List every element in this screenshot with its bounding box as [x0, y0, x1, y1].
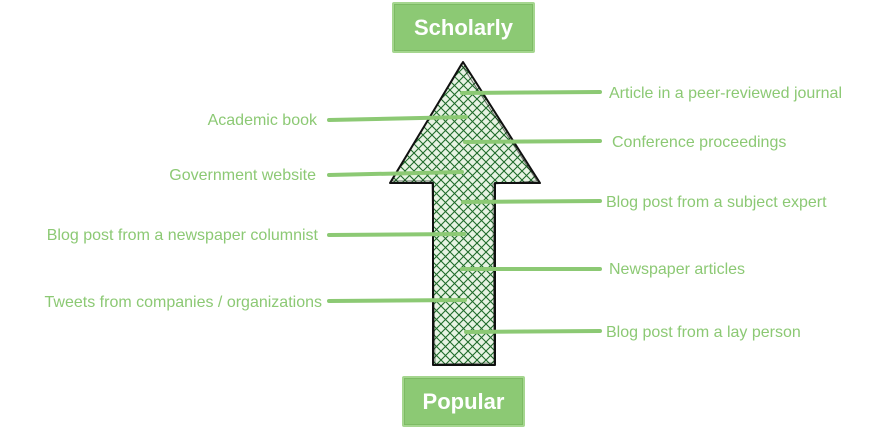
connector-newspaper-columnist: [327, 232, 466, 237]
scholarly-label: Scholarly: [413, 14, 514, 40]
arrow-body: [389, 61, 541, 366]
label-tweets-organizations: Tweets from companies / organizations: [44, 294, 322, 311]
connector-tweets: [327, 298, 467, 303]
scholarly-box: Scholarly: [392, 2, 535, 53]
connector-government-website: [327, 170, 464, 177]
label-newspaper-columnist: Blog post from a newspaper columnist: [46, 227, 318, 244]
scale-arrow: [389, 61, 541, 366]
label-newspaper-articles: Newspaper articles: [609, 261, 746, 278]
label-conference-proceedings: Conference proceedings: [612, 134, 787, 151]
label-academic-book: Academic book: [207, 112, 317, 129]
label-government-website: Government website: [169, 167, 316, 184]
popular-label: Popular: [422, 388, 505, 414]
connector-peer-reviewed: [460, 90, 602, 95]
popular-box: Popular: [402, 376, 525, 427]
right-connectors: [460, 90, 602, 334]
left-connectors: [327, 115, 468, 303]
label-peer-reviewed-journal: Article in a peer-reviewed journal: [609, 85, 842, 102]
label-lay-person: Blog post from a lay person: [606, 324, 801, 341]
connector-academic-book: [327, 115, 468, 122]
label-subject-expert: Blog post from a subject expert: [606, 194, 827, 211]
connector-conference: [463, 139, 602, 144]
connector-lay-person: [464, 329, 602, 334]
connector-subject-expert: [461, 199, 602, 204]
